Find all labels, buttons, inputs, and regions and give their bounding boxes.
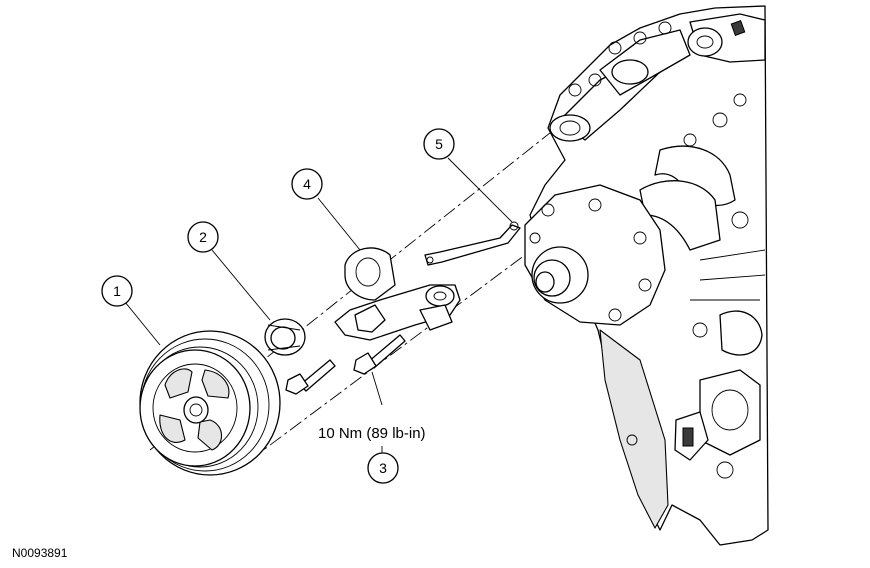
callout-4-label: 4 [303,176,311,192]
water-pump [524,184,666,326]
callout-1: 1 [101,275,133,307]
part-4-bracket [334,247,461,341]
part-1-pulley [139,330,281,476]
callout-2: 2 [187,221,219,253]
leader-lines [124,157,513,455]
figure-id: N0093891 [12,546,68,560]
part-5-support-rod [424,221,521,266]
callout-3-label: 3 [379,460,387,476]
torque-spec: 10 Nm (89 lb-in) [318,425,426,442]
callout-4: 4 [291,168,323,200]
callout-5: 5 [423,128,455,160]
part-2-seal [264,318,306,356]
callout-2-label: 2 [199,229,207,245]
callout-5-label: 5 [435,136,443,152]
bolts [285,334,406,395]
callout-1-label: 1 [113,283,121,299]
callout-3: 3 [367,452,399,484]
